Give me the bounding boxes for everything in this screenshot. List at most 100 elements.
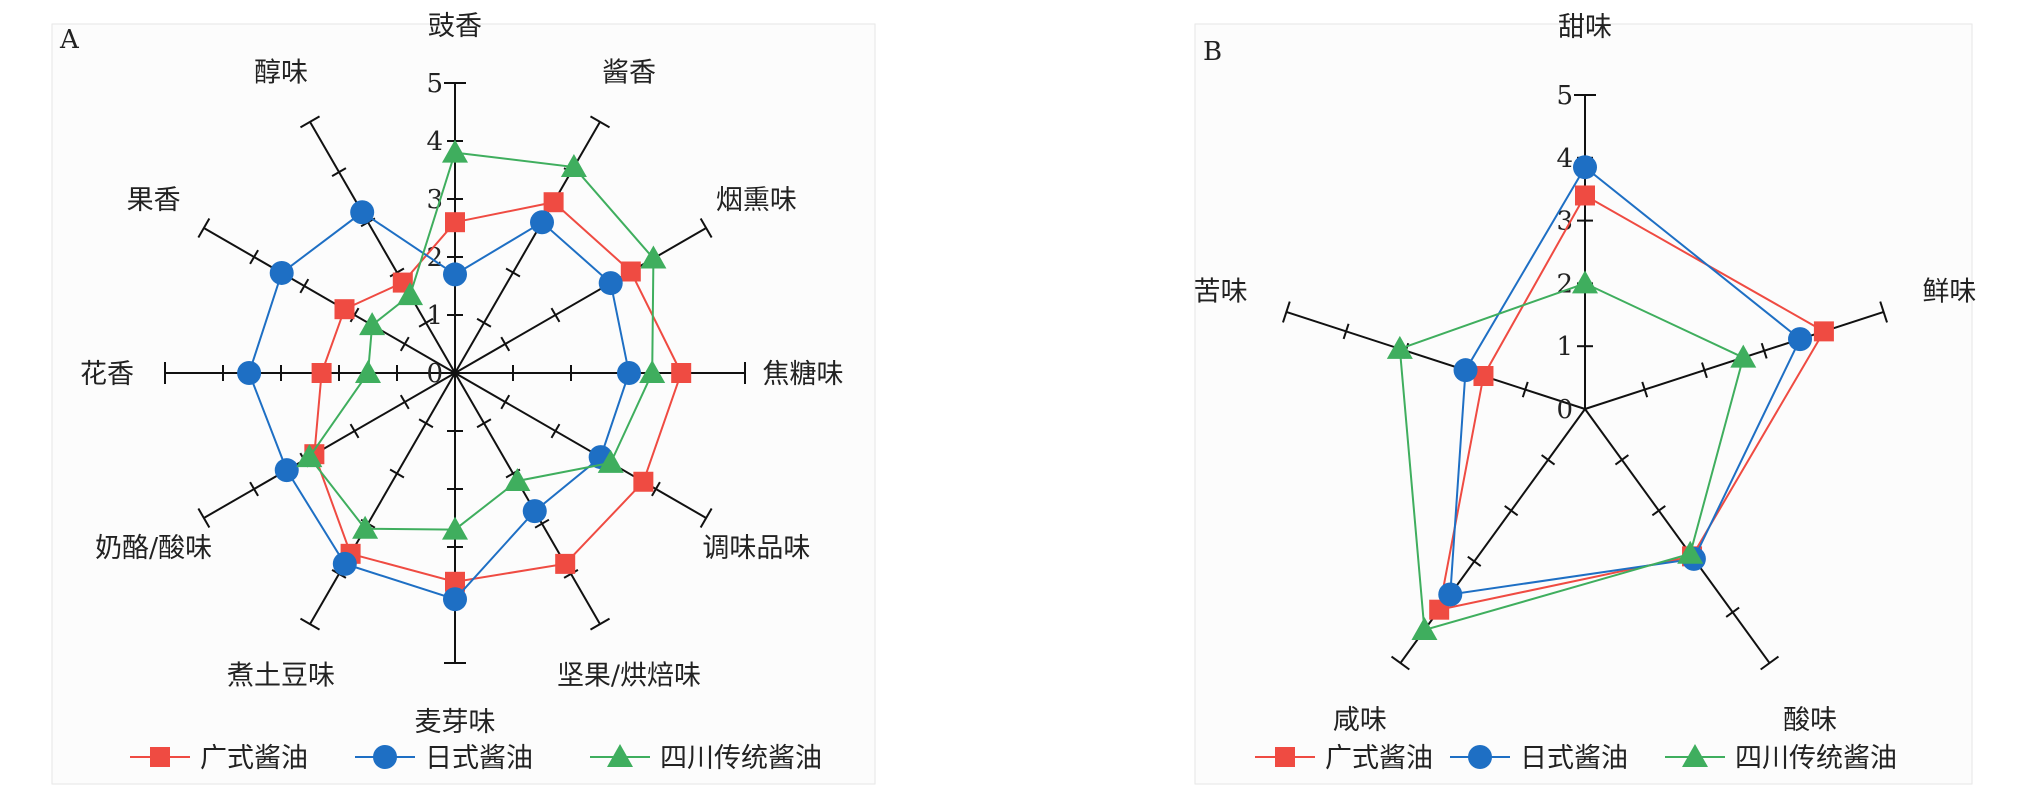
axis-tick (1504, 505, 1519, 517)
radial-tick-label: 4 (426, 127, 443, 157)
circle-marker (1453, 358, 1478, 383)
circle-marker (332, 551, 357, 576)
axis-tick (1541, 454, 1556, 466)
axis-tick (1282, 301, 1291, 323)
radar-panel-b: B甜味鲜味酸味咸味苦味012345广式酱油日式酱油四川传统酱油 (1194, 12, 1976, 785)
circle-marker (443, 262, 467, 287)
axis-tick (418, 317, 434, 328)
circle-marker (350, 200, 375, 225)
axis-label: 甜味 (1558, 12, 1612, 43)
radial-tick-label: 2 (1556, 269, 1573, 299)
axis-line (1399, 408, 1586, 664)
legend-label: 四川传统酱油 (1735, 743, 1897, 774)
triangle-marker (607, 744, 633, 767)
triangle-marker (560, 154, 587, 178)
triangle-marker (639, 360, 666, 383)
axis-tick (699, 507, 713, 529)
axis-tick (1879, 301, 1888, 323)
legend-label: 广式酱油 (1325, 743, 1433, 774)
axis-tick (550, 307, 561, 323)
square-marker (311, 363, 332, 383)
radial-tick-label: 0 (1556, 395, 1573, 425)
axis-line (203, 227, 456, 374)
circle-marker (1788, 327, 1813, 352)
axis-line (454, 372, 601, 625)
series-line (1398, 282, 1745, 632)
axis-tick (563, 569, 579, 579)
square-marker (1813, 321, 1834, 342)
triangle-marker (1730, 344, 1757, 368)
panel-label: B (1203, 37, 1222, 67)
axis-label: 咸味 (1333, 705, 1387, 736)
radial-tick-label: 0 (426, 359, 443, 389)
legend-label: 广式酱油 (200, 743, 308, 774)
radial-tick-label: 1 (1556, 332, 1573, 362)
series-triangle (1386, 270, 1757, 641)
radial-tick-label: 3 (426, 185, 443, 215)
axis-tick (399, 336, 410, 352)
axis-label: 煮土豆味 (227, 660, 335, 691)
axis-label: 醇味 (254, 58, 308, 89)
radial-tick-label: 5 (1556, 81, 1573, 111)
triangle-marker (352, 515, 379, 539)
axis-label: 奶酪/酸味 (95, 533, 212, 564)
axis-tick (1390, 655, 1410, 671)
axis-label: 坚果/烘焙味 (557, 660, 701, 691)
axis-line (454, 227, 707, 374)
axis-line (454, 372, 707, 519)
axis-tick (1467, 555, 1482, 567)
axis-tick (505, 267, 521, 278)
triangle-marker (1682, 744, 1708, 767)
axis-line (309, 372, 456, 625)
circle-marker (237, 361, 262, 385)
square-marker (1275, 747, 1295, 767)
axis-tick (589, 115, 611, 129)
axis-tick (299, 115, 321, 129)
square-marker (1575, 185, 1595, 206)
axis-tick (589, 617, 611, 631)
axis-label: 烟熏味 (716, 185, 797, 216)
legend-label: 日式酱油 (1520, 743, 1628, 774)
axis-tick (299, 278, 310, 294)
series-triangle (296, 139, 667, 540)
triangle-marker (397, 282, 424, 306)
axis-tick (1651, 505, 1666, 517)
axis-tick (500, 336, 511, 352)
triangle-marker (359, 312, 386, 336)
axis-label: 调味品味 (702, 533, 810, 564)
circle-marker (598, 271, 623, 296)
axis-line (1286, 311, 1586, 410)
axis-label: 酸味 (1783, 705, 1837, 736)
axis-tick (418, 418, 434, 429)
square-marker (445, 571, 465, 592)
axis-line (203, 372, 456, 519)
radial-tick-label: 5 (426, 69, 443, 99)
triangle-marker (1386, 335, 1413, 359)
axis-tick (550, 423, 561, 439)
triangle-marker (355, 360, 381, 383)
circle-marker (1468, 745, 1492, 769)
axis-tick (1701, 362, 1708, 379)
axis-tick (500, 394, 511, 410)
circle-marker (530, 210, 554, 235)
triangle-marker (504, 467, 531, 491)
square-marker (1473, 366, 1494, 387)
series-line (1449, 165, 1802, 596)
axis-tick (299, 617, 321, 631)
axis-tick (651, 481, 661, 497)
triangle-marker (296, 444, 323, 468)
radial-tick-label: 4 (1556, 144, 1573, 174)
triangle-marker (442, 139, 468, 163)
circle-marker (443, 587, 467, 612)
triangle-marker (1411, 617, 1438, 641)
triangle-marker (442, 516, 468, 540)
triangle-marker (1677, 540, 1704, 564)
circle-marker (617, 361, 641, 385)
circle-marker (522, 499, 547, 524)
panel-background (1194, 23, 1973, 785)
axis-tick (1614, 454, 1629, 466)
axis-tick (399, 394, 410, 410)
axis-label: 麦芽味 (415, 707, 496, 738)
